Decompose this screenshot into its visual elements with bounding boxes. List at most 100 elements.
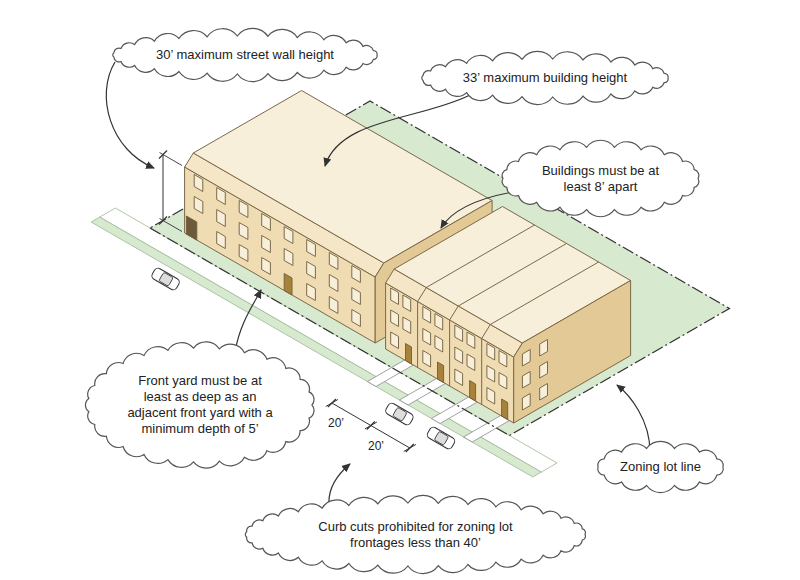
cloud-shape: [113, 28, 377, 81]
window: [540, 362, 548, 379]
window: [307, 240, 316, 257]
window: [194, 197, 203, 214]
window: [284, 227, 293, 244]
window: [391, 310, 399, 327]
dimension-label: 20’: [326, 416, 346, 430]
window: [352, 310, 361, 327]
leader-line: [325, 95, 470, 166]
party-wall-line: [482, 325, 491, 339]
car-body: [150, 267, 180, 291]
window: [522, 350, 530, 367]
callout-text: 30’ maximum street wall height: [156, 47, 334, 63]
callout-text: Curb cuts prohibited for zoning lot fron…: [301, 519, 531, 551]
window: [262, 214, 271, 231]
window: [455, 347, 463, 364]
window: [239, 245, 248, 262]
garage-opening: [186, 216, 196, 240]
callout-text-group: Buildings must be at least 8’ apart: [536, 163, 666, 195]
cloud-shape: [422, 51, 668, 104]
party-wall-line: [418, 288, 427, 302]
door: [438, 362, 444, 383]
door: [502, 399, 508, 420]
leader-line: [106, 62, 154, 168]
car: [384, 402, 414, 426]
driveway: [431, 397, 477, 424]
callout-text-group: 30’ maximum street wall height: [156, 47, 334, 63]
party-wall-line: [490, 262, 598, 325]
cloud-callout: Front yard must be at least as deep as a…: [81, 341, 319, 469]
dimension-label: 20’: [366, 439, 386, 453]
driveway: [367, 360, 413, 387]
cloud-callout: Buildings must be at least 8’ apart: [496, 140, 705, 217]
dimension-line: [163, 155, 164, 221]
dimension-slash: [367, 422, 375, 430]
callout-text: 33’ maximum building height: [463, 70, 627, 86]
door: [406, 344, 412, 365]
door: [284, 274, 292, 296]
dimension-slash: [159, 151, 167, 159]
party-wall-line: [458, 244, 566, 307]
car-body: [384, 402, 414, 426]
dimension-slash: [159, 217, 167, 225]
dimension-slash: [328, 399, 336, 407]
window: [391, 288, 399, 305]
cloud-shape: [502, 140, 699, 217]
door: [470, 381, 476, 402]
window: [239, 223, 248, 240]
window: [194, 175, 203, 192]
window: [522, 394, 530, 411]
dimension-tick: [365, 422, 377, 429]
window: [487, 366, 495, 383]
window: [522, 372, 530, 389]
window: [499, 373, 507, 390]
window: [467, 354, 475, 371]
window: [435, 336, 443, 353]
car: [150, 267, 180, 291]
window: [455, 325, 463, 342]
window: [487, 344, 495, 361]
window: [423, 351, 431, 368]
window: [540, 384, 548, 401]
cloud-shape: [245, 495, 585, 573]
window: [403, 295, 411, 312]
party-wall-line: [481, 339, 482, 405]
callout-text: Zoning lot line: [620, 459, 701, 475]
party-wall-line: [449, 320, 450, 386]
callout-text: Front yard must be at least as deep as a…: [125, 373, 275, 437]
window: [262, 258, 271, 275]
window: [284, 249, 293, 266]
window: [423, 307, 431, 324]
car-roof: [393, 407, 408, 421]
window: [435, 314, 443, 331]
cloud-callout: Curb cuts prohibited for zoning lot fron…: [239, 496, 592, 573]
party-wall-line: [417, 302, 418, 368]
cloud-callout: 33’ maximum building height: [415, 52, 675, 104]
driveway: [464, 416, 510, 443]
callout-text-group: Curb cuts prohibited for zoning lot fron…: [301, 519, 531, 551]
window: [487, 388, 495, 405]
building-side: [514, 281, 631, 424]
dimension-tick: [326, 400, 338, 407]
window: [455, 369, 463, 386]
window: [540, 340, 548, 357]
window: [239, 201, 248, 218]
cloud-shape: [598, 441, 724, 492]
window: [423, 329, 431, 346]
dimension-tick: [404, 445, 416, 452]
leader-line: [235, 290, 261, 352]
car: [426, 426, 456, 450]
driveway: [399, 379, 445, 406]
car-roof: [159, 272, 174, 286]
window: [329, 275, 338, 292]
party-wall-line: [450, 306, 459, 320]
party-wall-line: [426, 225, 534, 288]
leader-line: [617, 385, 650, 452]
window: [307, 284, 316, 301]
callout-text-group: 33’ maximum building height: [463, 70, 627, 86]
dimension-slash: [406, 444, 414, 452]
car-body: [426, 426, 456, 450]
callout-text: Buildings must be at least 8’ apart: [536, 163, 666, 195]
